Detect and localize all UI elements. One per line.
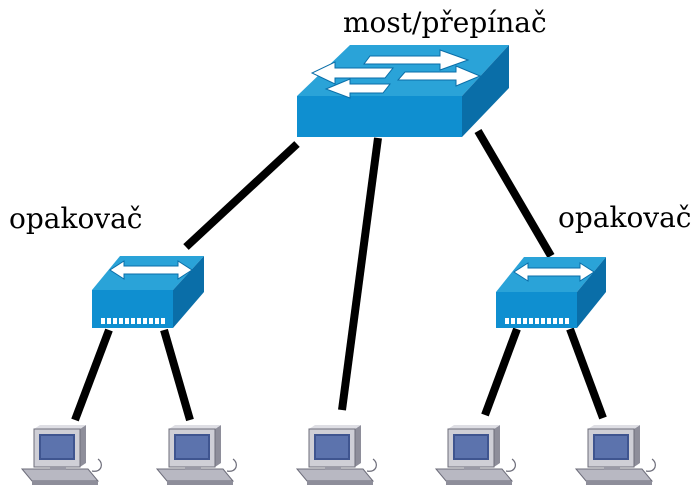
left-hub-label: opakovač <box>9 202 143 235</box>
computer-icon <box>575 424 656 486</box>
link-right-hub-pc5 <box>566 327 607 420</box>
link-switch-left-hub <box>183 141 300 250</box>
link-left-hub-pc2 <box>160 328 194 422</box>
computer-icon <box>21 424 102 486</box>
hub-icon <box>496 257 606 328</box>
links <box>71 128 607 422</box>
computer-icon <box>296 424 377 486</box>
switch-label: most/přepínač <box>343 6 547 39</box>
network-switch-icon <box>297 45 509 137</box>
link-right-hub-pc4 <box>481 327 521 417</box>
link-switch-right-hub <box>474 128 555 259</box>
right-hub-label: opakovač <box>558 201 692 234</box>
computer-icon <box>156 424 237 486</box>
link-switch-center-pc <box>338 137 382 411</box>
link-left-hub-pc1 <box>71 328 113 422</box>
hub-icon <box>92 256 204 328</box>
computer-icon <box>435 424 516 486</box>
